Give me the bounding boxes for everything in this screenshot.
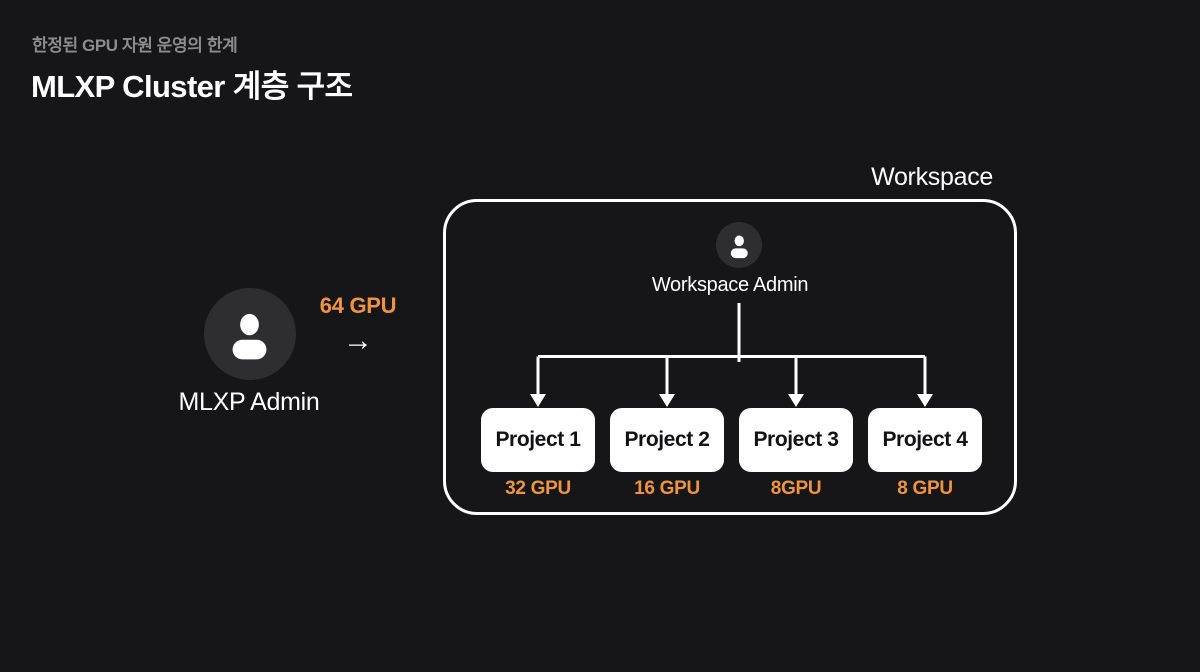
person-icon	[730, 235, 748, 258]
project-box-2: Project 2	[610, 408, 724, 472]
workspace-admin-avatar	[716, 222, 762, 268]
hierarchy-connector	[530, 303, 933, 407]
workspace-label: Workspace	[871, 163, 993, 191]
workspace-container: Workspace Admin Project 1 Project 2 Proj…	[443, 199, 1017, 515]
project-gpu-count-4: 8 GPU	[897, 478, 953, 499]
project-name: Project 1	[495, 428, 581, 451]
workspace-admin-label: Workspace Admin	[651, 274, 809, 296]
connector-lines	[536, 303, 927, 395]
mlxp-admin-avatar	[204, 288, 296, 380]
mlxp-gpu-count: 64 GPU	[319, 293, 397, 318]
project-name: Project 3	[753, 428, 839, 451]
arrow-down-icons	[530, 394, 933, 407]
slide-kicker: 한정된 GPU 자원 운영의 한계	[32, 36, 238, 55]
allocation-group: 64 GPU →	[318, 293, 398, 356]
project-gpu-count-2: 16 GPU	[634, 478, 700, 499]
project-gpu-count-3: 8GPU	[770, 478, 822, 499]
mlxp-admin-label: MLXP Admin	[178, 388, 320, 416]
right-arrow-icon: →	[343, 324, 373, 357]
project-name: Project 4	[882, 428, 968, 451]
project-box-3: Project 3	[739, 408, 853, 472]
page-title: MLXP Cluster 계층 구조	[31, 69, 353, 104]
project-name: Project 2	[624, 428, 710, 451]
project-gpu-count-1: 32 GPU	[505, 478, 571, 499]
person-icon	[233, 314, 267, 360]
project-box-1: Project 1	[481, 408, 595, 472]
project-box-4: Project 4	[868, 408, 982, 472]
